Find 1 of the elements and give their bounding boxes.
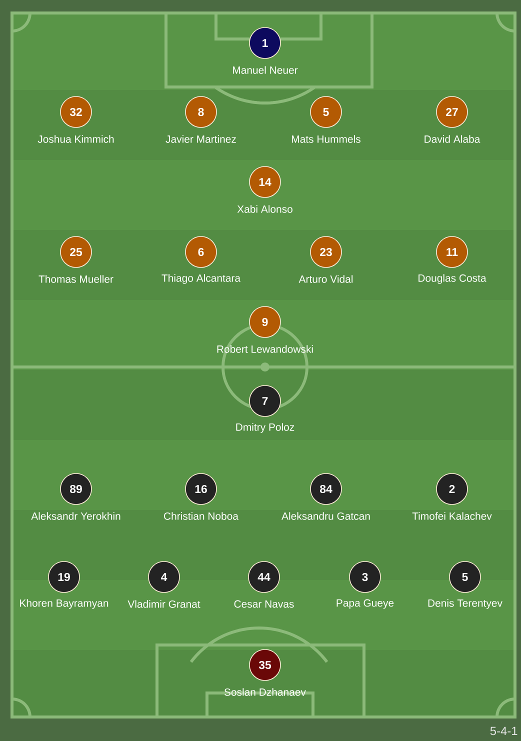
formation-label: 5-4-1 — [490, 726, 518, 736]
